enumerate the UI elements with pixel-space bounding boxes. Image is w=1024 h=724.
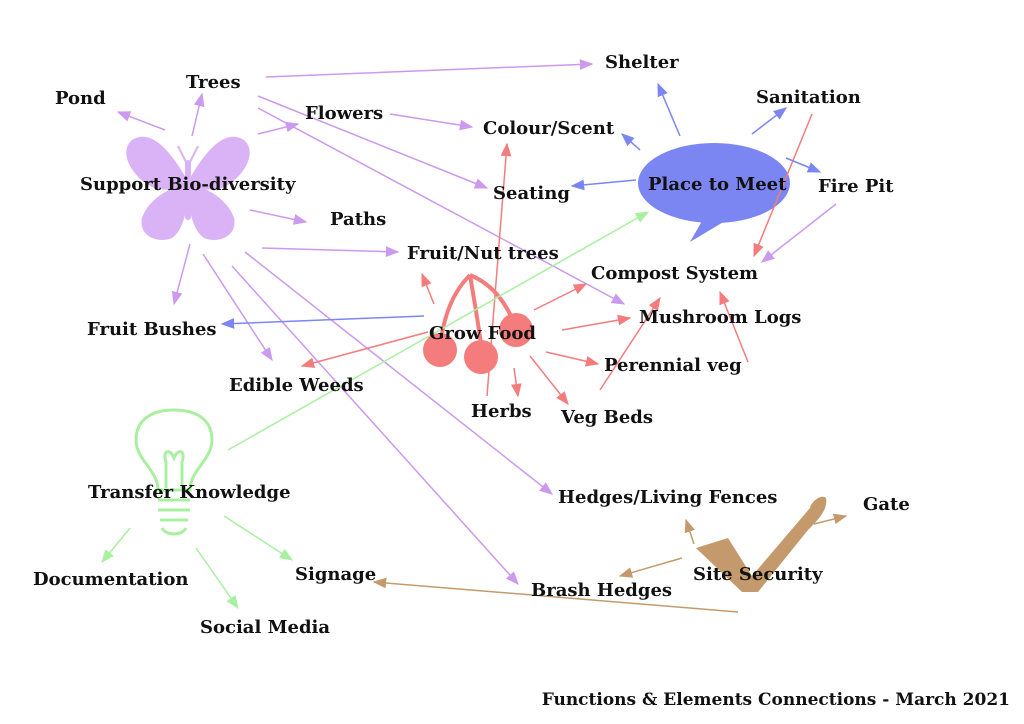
arrow-to-hedges [684, 518, 695, 545]
label-social-media: Social Media [200, 617, 330, 638]
connectors-food [300, 113, 813, 406]
arrow-to-documentation [101, 527, 131, 564]
label-site-security: Site Security [693, 564, 823, 585]
arrow-to-brash-hedges [618, 557, 683, 578]
label-documentation: Documentation [33, 569, 188, 590]
arrow-to-fruit-nut-trees [421, 272, 435, 305]
label-signage: Signage [295, 564, 376, 585]
arrow-to-fire-pit [785, 157, 822, 173]
arrow-to-pond [116, 111, 166, 131]
label-fruit-bushes: Fruit Bushes [87, 319, 217, 340]
label-mushroom-logs: Mushroom Logs [639, 307, 801, 328]
arrow-to-hedges [244, 251, 554, 495]
arrow-to-colour-scent [620, 133, 641, 151]
arrow-to-fruit-bushes [220, 315, 425, 329]
connectors-knowledge [101, 211, 650, 610]
speech-bubble-icon [638, 143, 790, 242]
arrow-to-edible-weeds [300, 331, 429, 369]
arrow-trees-to-seating [257, 95, 489, 189]
arrow-to-place-to-meet [227, 211, 650, 451]
label-sanitation: Sanitation [756, 87, 861, 108]
arrow-to-signage [223, 515, 294, 561]
arrow-vegbeds-to-mushroom [599, 296, 661, 391]
arrow-to-perennial [545, 351, 600, 367]
label-herbs: Herbs [471, 401, 532, 422]
arrow-to-mushroom [561, 314, 632, 331]
label-grow-food: Grow Food [429, 323, 536, 344]
lightbulb-icon [134, 408, 214, 536]
label-colour-scent: Colour/Scent [483, 118, 615, 139]
connectors-meet [220, 82, 822, 329]
arrow-sanitation-to-compost [753, 113, 813, 258]
label-shelter: Shelter [605, 52, 679, 73]
arrow-to-signage [372, 577, 739, 613]
arrow-to-shelter [657, 82, 681, 137]
connectors-biodiversity [116, 59, 837, 586]
label-gate: Gate [863, 494, 910, 515]
arrow-to-seating [570, 179, 637, 191]
label-hedges-living-fences: Hedges/Living Fences [558, 487, 777, 508]
arrow-to-edible-weeds [202, 253, 273, 362]
arrow-trees-to-shelter [265, 59, 594, 78]
label-support-biodiversity: Support Bio-diversity [80, 174, 296, 195]
labels: Pond Trees Shelter Sanitation Flowers Co… [33, 52, 910, 638]
diagram-footer: Functions & Elements Connections - March… [542, 690, 1010, 710]
arrow-to-gate [813, 513, 848, 525]
butterfly-icon [126, 136, 250, 240]
arrow-to-herbs [510, 367, 522, 398]
label-transfer-knowledge: Transfer Knowledge [88, 482, 291, 503]
arrow-firepit-to-compost [760, 203, 837, 263]
arrow-to-colour-scent [486, 142, 512, 397]
arrow-to-brash-hedges [231, 265, 519, 586]
label-compost-system: Compost System [591, 263, 758, 284]
arrow-to-fruit-bushes [171, 243, 191, 306]
arrow-to-fruit-nut [261, 246, 400, 258]
arrow-perennial-to-compost [719, 290, 749, 363]
label-veg-beds: Veg Beds [560, 407, 653, 428]
label-fire-pit: Fire Pit [818, 176, 894, 197]
label-seating: Seating [493, 183, 570, 204]
label-edible-weeds: Edible Weeds [229, 375, 364, 396]
arrow-flowers-to-colour [389, 113, 474, 131]
label-trees: Trees [186, 72, 241, 93]
label-pond: Pond [55, 88, 106, 109]
arrow-trees-to-mushroom [257, 107, 626, 305]
arrow-to-social-media [195, 547, 239, 610]
arrow-to-veg-beds [529, 355, 569, 406]
checkmark-icon [696, 496, 827, 592]
label-paths: Paths [330, 209, 386, 230]
label-place-to-meet: Place to Meet [648, 174, 787, 195]
cherries-icon [423, 273, 533, 374]
arrow-to-sanitation [751, 107, 788, 135]
label-brash-hedges: Brash Hedges [531, 580, 672, 601]
label-perennial-veg: Perennial veg [604, 355, 742, 376]
label-fruit-nut-trees: Fruit/Nut trees [407, 243, 559, 264]
arrow-to-paths [249, 209, 308, 225]
arrow-to-trees [191, 92, 205, 137]
connectors-security [372, 513, 848, 613]
label-flowers: Flowers [305, 103, 383, 124]
arrow-to-compost [533, 283, 588, 311]
